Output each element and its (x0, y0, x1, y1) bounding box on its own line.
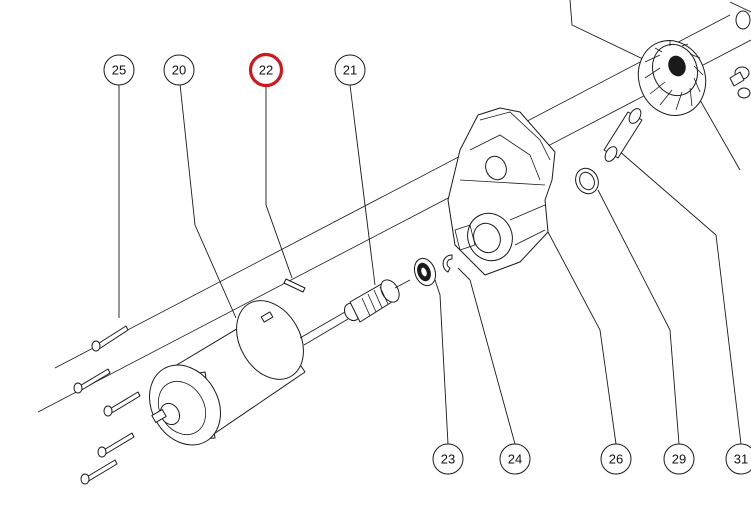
pin (283, 278, 306, 293)
callout-20[interactable]: 20 (163, 54, 195, 86)
leader-lines (118, 0, 742, 445)
callout-25[interactable]: 25 (103, 54, 135, 86)
gear-teeth (644, 40, 704, 111)
callout-label-22: 22 (259, 63, 273, 78)
callout-22[interactable]: 22 (248, 52, 284, 88)
bevel-gear (637, 40, 707, 116)
motor (149, 300, 349, 446)
callout-23[interactable]: 23 (432, 443, 464, 475)
callout-label-29: 29 (672, 452, 686, 467)
callout-label-21: 21 (343, 63, 357, 78)
callout-21[interactable]: 21 (334, 54, 366, 86)
screw-4 (97, 432, 135, 458)
callout-29[interactable]: 29 (663, 443, 695, 475)
screw-5 (80, 459, 118, 485)
callout-26[interactable]: 26 (600, 443, 632, 475)
screw-1 (91, 325, 129, 352)
callout-label-31: 31 (734, 452, 748, 467)
callout-label-24: 24 (508, 452, 522, 467)
callout-label-23: 23 (441, 452, 455, 467)
screws (73, 325, 141, 485)
screw-2 (73, 368, 111, 394)
screw-3 (103, 391, 141, 417)
callout-label-26: 26 (609, 452, 623, 467)
callout-24[interactable]: 24 (499, 443, 531, 475)
worm-gear (343, 279, 411, 323)
o-ring (575, 167, 599, 195)
bearing (413, 257, 437, 287)
gearbox-housing (447, 107, 556, 276)
callout-31[interactable]: 31 (725, 443, 751, 475)
callout-label-20: 20 (172, 63, 186, 78)
worm-threads (361, 286, 389, 317)
axis-lines (37, 14, 751, 413)
retaining-ring (442, 254, 453, 273)
shaft-pin (603, 108, 643, 162)
callout-label-25: 25 (112, 63, 126, 78)
small-fittings (729, 1, 751, 99)
